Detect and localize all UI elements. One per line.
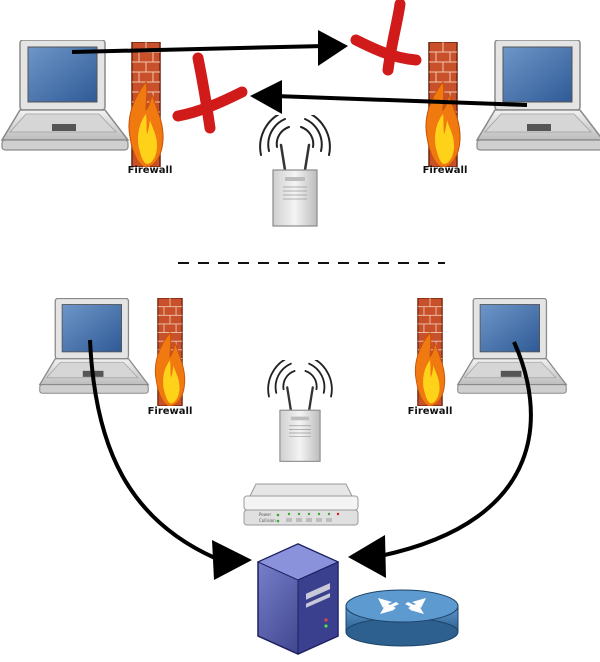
blocked-x-icon-right xyxy=(350,0,422,76)
modem-power-label: Power xyxy=(259,512,271,517)
firewall-icon-bottom-right xyxy=(414,298,446,406)
firewall-icon-top-left xyxy=(128,42,164,167)
firewall-label-top-right: Firewall xyxy=(423,165,468,176)
firewall-label-top-left: Firewall xyxy=(128,165,173,176)
modem-collision-label: Collision xyxy=(259,518,276,523)
connection-arrow-left-to-right xyxy=(71,44,326,54)
modem-icon: Power Collision xyxy=(243,483,359,526)
relay-server-icon xyxy=(256,543,340,655)
arrowhead-left xyxy=(250,80,282,114)
router-icon xyxy=(345,589,459,647)
bottom-scenario: Firewall Firewall Power Collision xyxy=(39,298,567,655)
firewall-icon-bottom-left xyxy=(154,298,186,406)
arrowhead-right xyxy=(318,30,348,66)
wireless-access-point-icon-bottom xyxy=(266,360,334,463)
laptop-icon-top-right xyxy=(476,40,600,151)
wireless-access-point-icon-top xyxy=(258,115,332,228)
top-scenario: Firewall Firewall xyxy=(1,0,600,228)
firewall-label-bottom-left: Firewall xyxy=(148,406,193,417)
arrowhead-relay-left xyxy=(212,540,252,580)
firewall-icon-top-right xyxy=(425,42,461,167)
relay-arrow-right xyxy=(379,341,533,558)
blocked-x-icon-left xyxy=(172,52,248,134)
laptop-icon-bottom-right xyxy=(457,298,567,394)
laptop-icon-top-left xyxy=(1,40,129,151)
arrowhead-relay-right xyxy=(348,535,386,578)
firewall-label-bottom-right: Firewall xyxy=(408,406,453,417)
connection-arrow-right-to-left xyxy=(274,94,528,107)
relay-arrow-left xyxy=(88,339,216,560)
